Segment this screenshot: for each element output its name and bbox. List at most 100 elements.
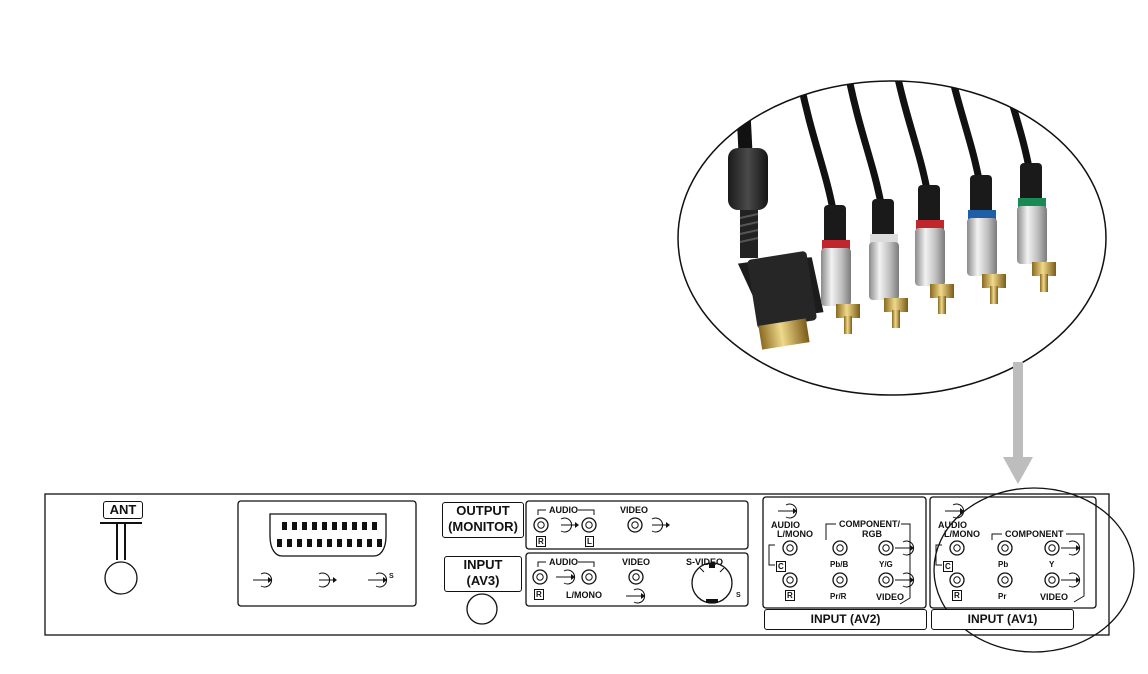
input-av3-label-line2: (AV3) [466,573,500,588]
av3-video-label: VIDEO [622,557,651,567]
input-av3-label: INPUT (AV3) [444,556,522,592]
output-arrow-icon [560,517,579,533]
scart-pin [292,522,297,530]
av1-audio-r-jack[interactable] [949,572,965,588]
output-audio-r-jack[interactable] [533,517,549,533]
av2-video-label: VIDEO [876,592,905,602]
av1-pb-label: Pb [998,560,1009,569]
av1-component-label: COMPONENT [1004,529,1065,539]
input-arrow-icon [253,572,273,588]
scart-pin [367,539,372,547]
scart-pin [372,522,377,530]
av1-highlight-ellipse [933,487,1135,653]
av2-audio-r-jack[interactable] [782,572,798,588]
scart-pin [332,522,337,530]
scart-connector[interactable] [269,513,387,557]
av3-video-jack[interactable] [628,569,644,585]
output-video-jack[interactable] [627,517,643,533]
av2-pb-jack[interactable] [832,540,848,556]
av3-svideo-label: S-VIDEO [686,557,724,567]
av1-y-label: Y [1049,560,1055,569]
input-av3-label-line1: INPUT [463,557,503,572]
av2-video-jack[interactable] [878,572,894,588]
input-arrow-icon [895,540,915,556]
av1-pr-label: Pr [998,592,1007,601]
av2-c-label: C [776,561,786,572]
input-av1-label: INPUT (AV1) [931,609,1074,630]
av2-l-mono-label: L/MONO [777,529,813,539]
av2-component-line1: COMPONENT/ [838,519,902,529]
scart-pin [322,522,327,530]
av2-pr-r-label: Pr/R [830,592,847,601]
av2-y-g-label: Y/G [879,560,893,569]
av1-c-label: C [943,561,953,572]
av3-r-label: R [534,589,544,600]
av1-y-jack[interactable] [1044,540,1060,556]
output-l-label: L [585,536,594,547]
av1-pb-jack[interactable] [997,540,1013,556]
av3-l-mono-label: L/MONO [566,590,602,600]
scart-pin [307,539,312,547]
input-arrow-icon [1061,572,1081,588]
output-arrow-icon [651,517,670,533]
av1-video-label: VIDEO [1040,592,1069,602]
scart-pin [312,522,317,530]
scart-s-mark: S [389,573,394,580]
scart-pin [282,522,287,530]
output-video-label: VIDEO [620,505,649,515]
input-arrow-icon [945,503,965,519]
av1-pr-jack[interactable] [997,572,1013,588]
av2-audio-l-jack[interactable] [782,540,798,556]
ant-label: ANT [103,501,143,519]
output-monitor-label: OUTPUT (MONITOR) [442,502,524,538]
av2-pb-b-label: Pb/B [830,560,849,569]
scart-pin [287,539,292,547]
input-arrow-icon [778,503,798,519]
input-arrow-icon [368,572,388,588]
down-arrow-icon [1003,362,1033,484]
scart-pin [347,539,352,547]
av1-l-mono-label: L/MONO [944,529,980,539]
av3-audio-l-jack[interactable] [581,569,597,585]
ant-jack[interactable] [104,561,138,595]
input-av2-label: INPUT (AV2) [764,609,927,630]
input-arrow-icon [895,572,915,588]
scart-pin [362,522,367,530]
av2-audio-label: AUDIO [771,520,800,530]
av1-audio-label: AUDIO [938,520,967,530]
scart-pin [342,522,347,530]
scart-pins [277,522,382,547]
scart-pin [352,522,357,530]
input-arrow-icon [626,588,646,604]
av2-r-label: R [785,590,795,601]
scart-pin [302,522,307,530]
av3-front-jack[interactable] [466,593,498,625]
av3-audio-r-jack[interactable] [532,569,548,585]
scart-pin [317,539,322,547]
input-arrow-icon [1061,540,1081,556]
av1-audio-l-jack[interactable] [949,540,965,556]
av1-video-jack[interactable] [1044,572,1060,588]
input-arrow-icon [556,569,576,585]
av2-y-jack[interactable] [878,540,894,556]
av2-pr-jack[interactable] [832,572,848,588]
scart-pin [327,539,332,547]
output-arrow-icon [318,572,337,588]
output-r-label: R [536,536,546,547]
scart-pin [357,539,362,547]
component-av-cable-icon [677,80,1107,396]
scart-pin [297,539,302,547]
output-monitor-label-line1: OUTPUT [456,503,510,518]
av2-component-line2: RGB [862,529,882,539]
scart-pin [337,539,342,547]
av1-r-label: R [952,590,962,601]
av3-svideo-jack[interactable] [691,562,733,604]
scart-pin [377,539,382,547]
ant-antenna-symbol [100,522,142,560]
output-monitor-label-line2: (MONITOR) [448,519,518,534]
av3-audio-label: AUDIO [549,557,578,567]
av3-s-mark: S [736,592,741,599]
output-audio-l-jack[interactable] [581,517,597,533]
